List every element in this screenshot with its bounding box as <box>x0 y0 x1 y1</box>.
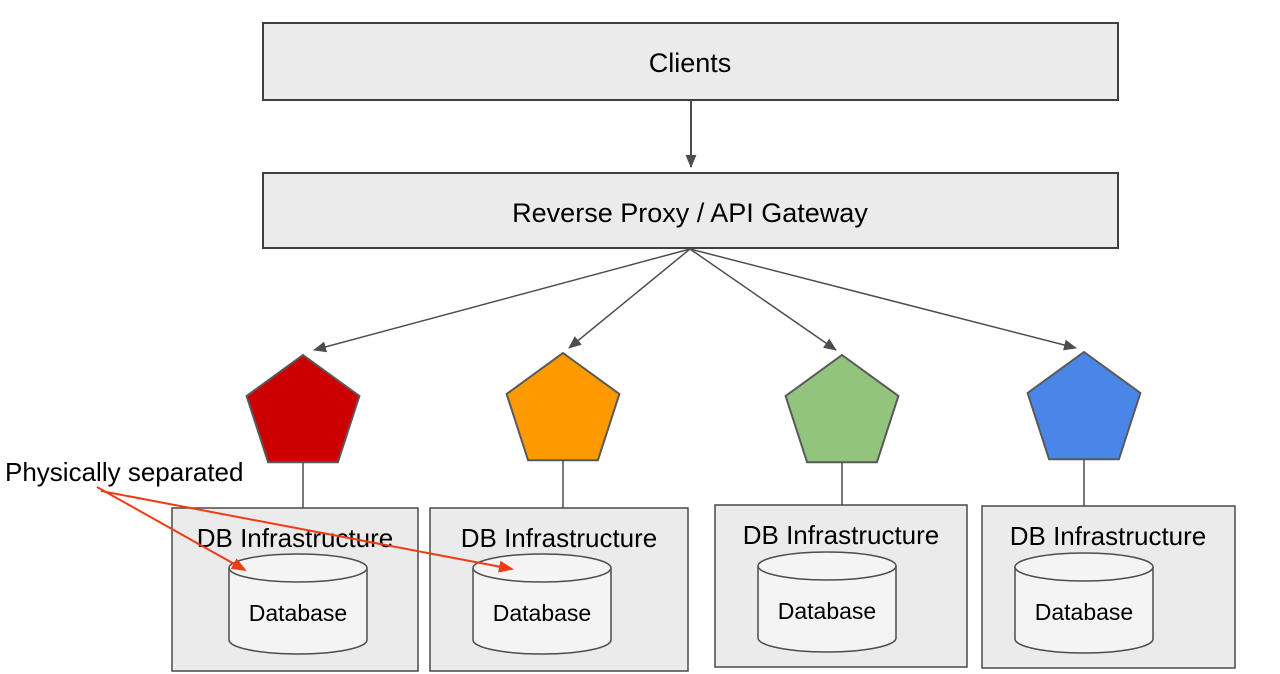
gateway-label: Reverse Proxy / API Gateway <box>512 198 868 228</box>
annotation-arrow-to-db2 <box>100 490 514 573</box>
db-box-title: DB Infrastructure <box>461 523 658 553</box>
clients-label: Clients <box>649 48 732 78</box>
database-cylinder-icon <box>228 553 368 655</box>
db-infrastructure-box-1: DB Infrastructure Database <box>171 507 419 672</box>
database-cylinder-icon <box>1014 552 1154 654</box>
db-infrastructure-box-4: DB Infrastructure Database <box>981 505 1236 669</box>
db-infrastructure-box-3: DB Infrastructure Database <box>714 504 968 668</box>
database-label: Database <box>249 600 347 626</box>
gateway-box <box>262 172 1119 249</box>
service-pentagon-orange <box>505 351 621 462</box>
gateway-to-service-green-arrow <box>689 248 837 351</box>
db-infrastructure-box-2: DB Infrastructure Database <box>429 507 689 672</box>
service-pentagon-red <box>245 353 361 464</box>
db-box-title: DB Infrastructure <box>743 520 940 550</box>
database-label: Database <box>493 600 591 626</box>
database-label: Database <box>778 598 876 624</box>
gateway-to-service-red-arrow <box>313 248 691 353</box>
gateway-to-service-orange-arrow <box>568 248 691 349</box>
annotation-arrow-to-db1 <box>96 486 247 571</box>
database-label: Database <box>1035 599 1133 625</box>
database-cylinder-icon <box>472 553 612 655</box>
service-pentagon-green <box>784 353 900 464</box>
clients-box <box>262 22 1119 101</box>
database-cylinder-icon <box>757 551 897 653</box>
physically-separated-label: Physically separated <box>5 457 243 487</box>
service-pentagon-blue <box>1026 350 1142 461</box>
db-box-title: DB Infrastructure <box>1010 521 1207 551</box>
gateway-to-service-blue-arrow <box>689 248 1077 351</box>
